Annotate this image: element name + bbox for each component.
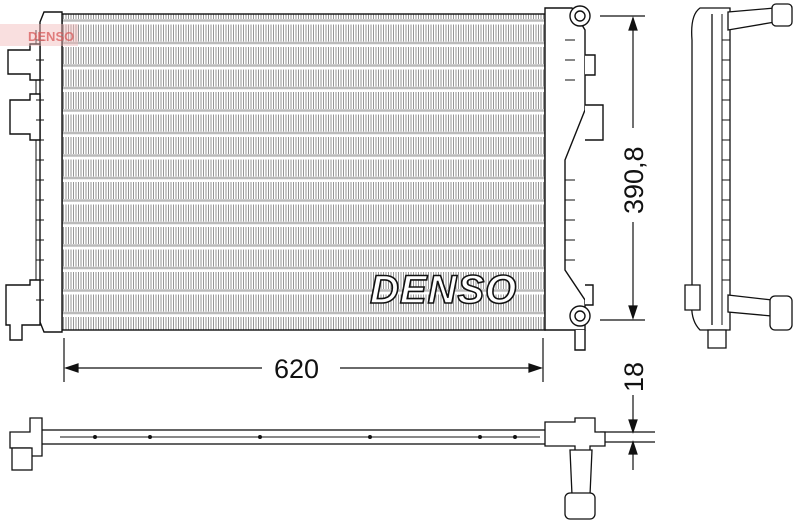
left-bracket [9, 93, 41, 141]
right-bracket [585, 54, 596, 76]
right-bracket [585, 104, 604, 141]
outlet-pipe [569, 449, 593, 496]
front-view: DENSO [5, 5, 604, 351]
side-view [684, 3, 793, 349]
left-bracket [5, 279, 41, 341]
lower-hose-neck [727, 294, 773, 317]
watermark: DENSO [0, 24, 78, 46]
brand-logo: DENSO [370, 268, 517, 312]
depth-dimension [600, 395, 655, 470]
width-dimension [63, 338, 544, 382]
height-dimension [600, 15, 645, 321]
width-dimension-label: 620 [274, 354, 319, 384]
left-tank [39, 11, 63, 333]
right-tank [544, 7, 586, 331]
radiator-core [61, 13, 546, 331]
depth-dimension-label: 18 [619, 362, 649, 392]
upper-hose-neck [727, 7, 776, 31]
left-bracket [7, 43, 41, 81]
bottom-view [9, 417, 606, 520]
height-dimension-label: 390,8 [619, 146, 649, 214]
svg-text:DENSO: DENSO [28, 29, 74, 44]
right-bracket [585, 284, 594, 306]
